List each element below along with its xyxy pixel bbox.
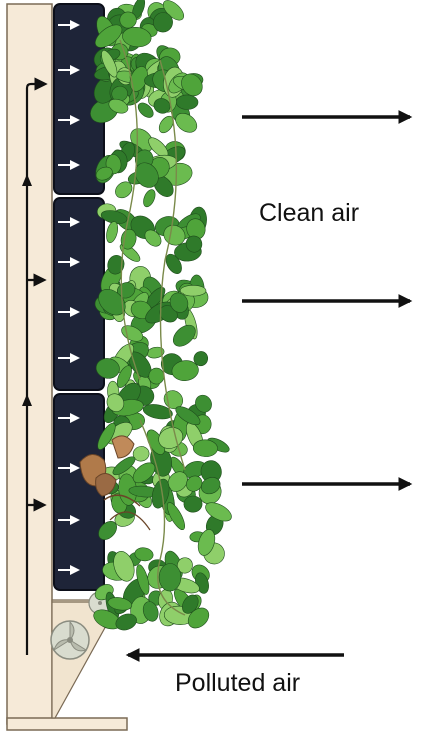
leaf [107,254,125,275]
leaf [106,393,125,412]
leaf [95,358,120,379]
leaf [116,365,132,388]
leaf [97,422,116,450]
leaf [187,607,210,629]
leaf [144,229,162,247]
leaf [132,462,156,484]
leaf [119,11,137,29]
airflow-channel [22,77,48,655]
polluted-air-label: Polluted air [175,669,301,697]
leaf [106,221,118,243]
leaf [108,98,129,114]
leaf [94,24,123,48]
leaf [182,594,199,614]
leaf [95,166,113,181]
leaf [186,475,203,492]
leaf [143,189,156,208]
plant-foliage [90,0,232,631]
air-outlet-arrows [58,20,80,575]
leaf [136,564,150,595]
leaf [101,49,118,78]
leaf [192,439,218,457]
leaf [176,557,193,574]
leaf [175,406,201,426]
leaf [181,73,203,97]
leaf [200,477,221,495]
leaf [112,456,136,476]
leaf [113,551,135,582]
wall-frame [6,3,160,731]
roots-and-dry-leaves [79,435,151,531]
leaf [115,181,133,199]
leaf [134,162,159,188]
leaf [98,521,117,540]
up-arrow-icon [22,174,32,186]
vine [159,59,186,471]
leaf [158,115,174,134]
leaf [175,94,199,110]
leaf [153,12,173,33]
leaf [171,360,199,381]
leaf [122,27,152,48]
leaf [158,563,182,592]
leaf [195,394,212,413]
clean-air-label: Clean air [259,199,360,227]
leaf [137,102,154,118]
leaf [175,113,198,133]
leaf [166,502,186,531]
leaf [132,446,150,462]
leaf [193,351,209,367]
leaf [142,404,173,420]
leaf [134,547,154,562]
leaf [153,98,171,114]
leaf [183,495,203,513]
leaf [185,235,203,253]
leaf [142,601,159,622]
leaf [205,502,232,522]
leaf [115,613,137,631]
leaf [107,597,133,611]
leaf [169,292,189,313]
leaf [179,285,207,297]
leaf [151,478,170,509]
leaf [165,253,182,274]
leaf [197,529,216,556]
fan-icon [50,591,112,660]
clean-air-arrows [242,110,413,491]
vine [139,419,186,616]
vine [119,39,141,381]
up-arrow-icon [22,394,32,406]
leaf [172,324,196,347]
